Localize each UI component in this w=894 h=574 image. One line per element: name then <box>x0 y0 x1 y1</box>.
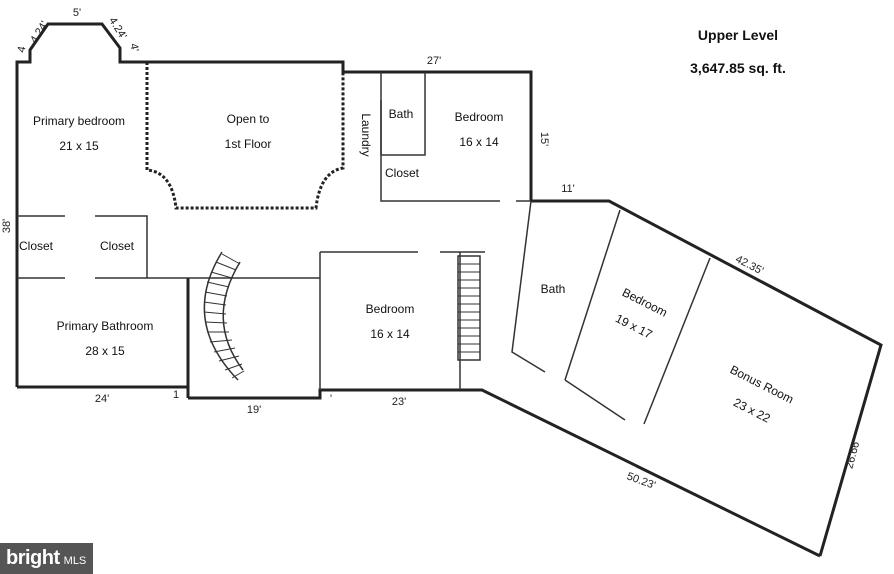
open-to-line1: Open to <box>227 112 270 126</box>
open-to-line2: 1st Floor <box>225 137 272 151</box>
dim-wing-end: 26.66' <box>843 438 862 470</box>
dim-east-wall: 15' <box>538 132 550 146</box>
dim-bay-left-small: 4 <box>16 45 29 53</box>
dim-bottom-left: 24' <box>95 393 109 405</box>
open-to-below-outline <box>145 62 345 210</box>
curved-staircase <box>203 251 245 381</box>
bedroom-ne-name: Bedroom <box>455 110 504 124</box>
closet-small-label: Closet <box>385 166 420 180</box>
primary-bathroom-name: Primary Bathroom <box>57 319 154 333</box>
bedroom-mid-name: Bedroom <box>366 302 415 316</box>
bedroom-ne-size: 16 x 14 <box>459 135 499 149</box>
dim-bottom-mark-1: 1 <box>173 389 179 401</box>
straight-staircase <box>457 255 481 361</box>
bright-mls-watermark: bright MLS <box>0 543 93 574</box>
closet-right-label: Closet <box>100 239 135 253</box>
bonus-room-size: 23 x 22 <box>731 395 773 425</box>
dim-bottom-mid: 19' <box>247 404 261 416</box>
primary-bathroom-size: 28 x 15 <box>85 344 125 358</box>
interior-walls <box>17 72 711 425</box>
dim-bottom-right: 23' <box>392 396 406 408</box>
dim-bay-top: 5' <box>73 7 81 19</box>
dim-bay-right-small: 4' <box>127 42 140 52</box>
dim-bottom-mark-2: ' <box>330 393 332 405</box>
plan-area: 3,647.85 sq. ft. <box>690 60 786 76</box>
closet-left-label: Closet <box>19 239 54 253</box>
bedroom-mid-size: 16 x 14 <box>370 327 410 341</box>
plan-title: Upper Level <box>698 27 778 43</box>
dim-bay-right: 4.24' <box>106 15 129 41</box>
bedroom-wing-size: 19 x 17 <box>613 311 655 341</box>
bath-wing-label: Bath <box>541 282 566 296</box>
watermark-suffix: MLS <box>63 554 87 567</box>
dim-left-side: 38' <box>1 219 13 233</box>
laundry-label: Laundry <box>359 113 373 156</box>
primary-bedroom-name: Primary bedroom <box>33 114 125 128</box>
dim-top-right: 27' <box>427 55 441 67</box>
bath-small-label: Bath <box>389 107 414 121</box>
watermark-brand: bright <box>6 547 60 569</box>
primary-bedroom-size: 21 x 15 <box>59 139 99 153</box>
dim-wing-top: 11' <box>561 183 575 195</box>
exterior-walls <box>15 22 883 558</box>
